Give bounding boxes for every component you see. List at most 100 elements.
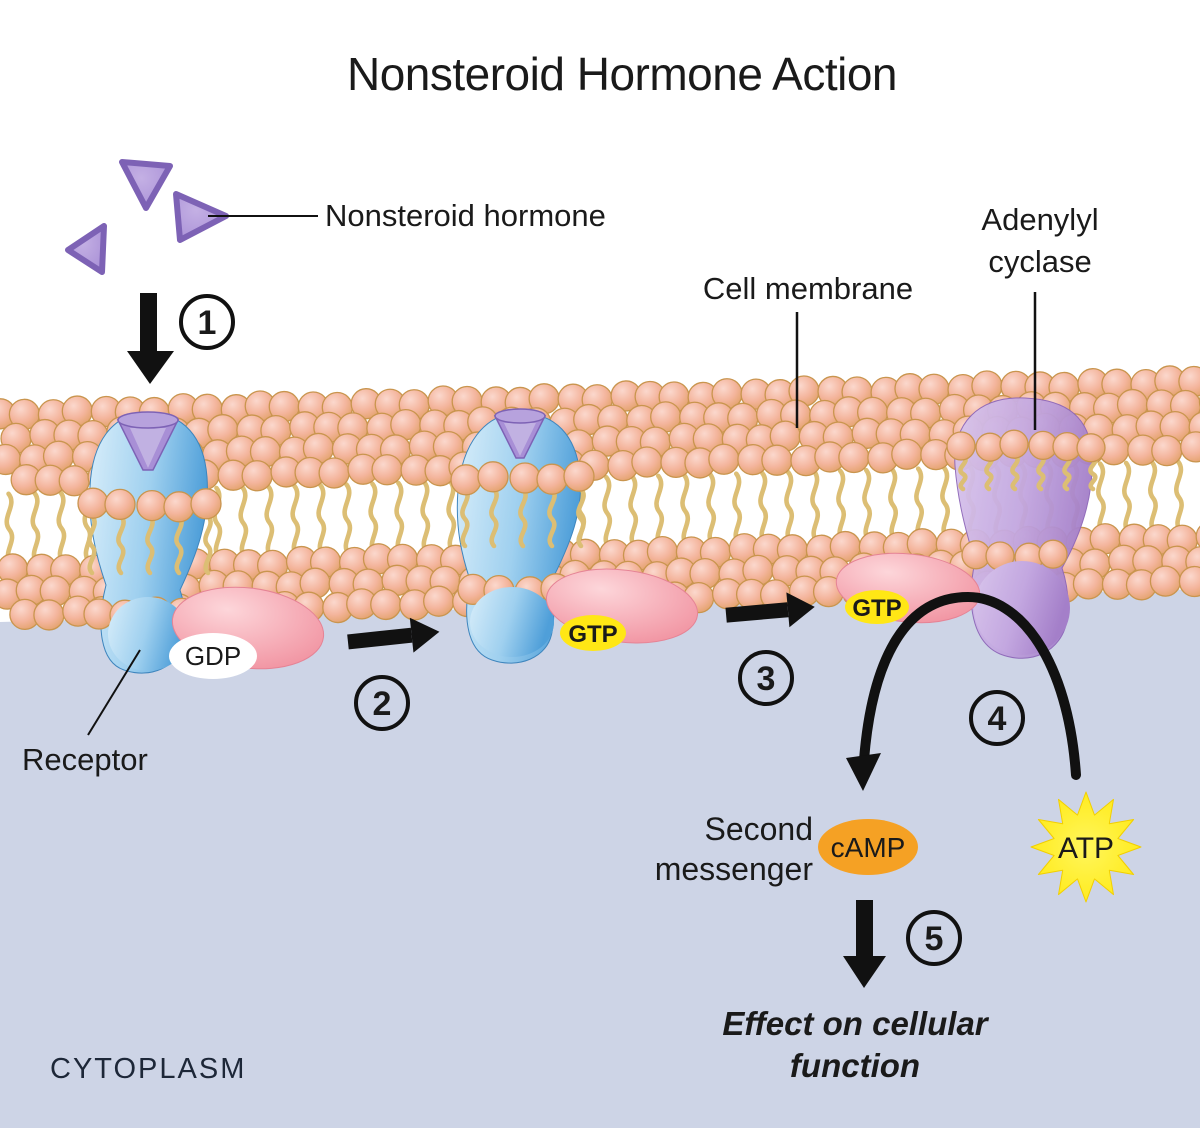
gdp-label: GDP xyxy=(185,641,241,671)
gtp-middle-badge xyxy=(560,615,626,651)
receptor-label: Receptor xyxy=(22,742,148,777)
lipid-tail xyxy=(460,486,470,549)
lipid-head xyxy=(1180,431,1200,463)
lipid-tail xyxy=(238,485,249,559)
receptor-1-cytoplasmic-bulge xyxy=(108,597,188,671)
cell-membrane-label: Cell membrane xyxy=(703,271,913,306)
receptor-1-lipid-row-top xyxy=(77,487,222,576)
lipid-tail xyxy=(290,483,301,558)
lipid-tail xyxy=(1096,461,1106,535)
lipid-head xyxy=(1198,386,1200,418)
lipid-head xyxy=(450,464,482,496)
lipid-tail xyxy=(145,513,155,576)
step-circles xyxy=(179,294,1025,966)
lipid-head xyxy=(563,460,595,492)
lipid-tail xyxy=(1148,459,1158,534)
lipid-tail xyxy=(576,486,586,549)
lipid-head xyxy=(1178,565,1200,598)
lipid-tail xyxy=(1122,460,1132,535)
lipid-head xyxy=(1151,434,1183,467)
hormone-triangle-3 xyxy=(65,223,107,275)
effect-label-line1: Effect on cellular xyxy=(722,1005,989,1042)
lipid-head xyxy=(509,462,541,494)
lipid-tail xyxy=(394,480,405,555)
hormone-molecules xyxy=(65,159,229,275)
arrow-step-4 xyxy=(846,591,1081,791)
lipid-tail xyxy=(1036,453,1046,492)
lipid-head xyxy=(1149,565,1182,597)
step-1-number: 1 xyxy=(198,304,217,342)
lipid-head xyxy=(318,457,350,489)
lipid-tail xyxy=(518,486,528,549)
step-1-circle xyxy=(179,294,235,350)
hormone-bound-receptor-2 xyxy=(493,408,547,459)
lipid-head xyxy=(370,588,402,621)
lipid-head xyxy=(33,599,65,631)
lipid-head xyxy=(423,585,455,617)
lipid-head xyxy=(838,441,870,474)
lipid-tail xyxy=(810,469,821,543)
lipid-head xyxy=(163,491,195,523)
lipid-tail xyxy=(203,513,213,576)
lipid-tail xyxy=(56,490,67,564)
lipid-head xyxy=(1038,539,1068,569)
atp-label: ATP xyxy=(1058,832,1114,865)
arrow-step-1 xyxy=(127,293,174,384)
lipid-head xyxy=(891,438,923,470)
cyclase-lipid-row-top xyxy=(946,429,1106,492)
lipid-tail xyxy=(784,469,795,544)
lipid-tail xyxy=(420,480,431,554)
adenylyl-label-line1: Adenylyl xyxy=(981,202,1098,237)
camp-label: cAMP xyxy=(831,832,906,863)
lipid-tail xyxy=(368,481,379,556)
lipid-head xyxy=(477,461,509,493)
gdp-badge xyxy=(169,633,257,679)
lipid-tail xyxy=(87,513,97,576)
lipid-tail xyxy=(940,465,950,540)
lipid-tail xyxy=(602,475,613,549)
lipid-head xyxy=(241,460,273,492)
lipid-tail xyxy=(4,491,15,566)
step-2-number: 2 xyxy=(373,685,392,723)
atp-starburst xyxy=(1030,791,1142,903)
lipid-tail xyxy=(547,486,557,549)
arrow-step-5 xyxy=(843,900,886,988)
step-3-circle xyxy=(738,650,794,706)
lipid-tail xyxy=(264,484,275,558)
gtp-right-label: GTP xyxy=(852,595,901,622)
cyclase-cytoplasmic-bulge xyxy=(974,561,1070,655)
lipid-head xyxy=(761,444,793,476)
receptor-2-cytoplasmic-bulge xyxy=(470,587,554,657)
hormone-bound-receptor-1 xyxy=(116,411,180,471)
second-messenger-label-line2: messenger xyxy=(655,851,814,887)
step-2-circle xyxy=(354,675,410,731)
hormone-label: Nonsteroid hormone xyxy=(325,198,606,233)
lipid-tail xyxy=(706,472,717,546)
step-5-number: 5 xyxy=(925,920,944,958)
lipid-head xyxy=(190,488,222,520)
step-4-circle xyxy=(969,690,1025,746)
hormone-triangle-2 xyxy=(173,191,229,243)
lipid-tail xyxy=(446,479,457,553)
lipid-tail xyxy=(1010,453,1020,492)
lipid-tail xyxy=(758,470,769,545)
lipid-tail xyxy=(888,467,898,541)
lipid-tail xyxy=(628,474,639,548)
lipid-tail xyxy=(862,467,872,542)
step-4-number: 4 xyxy=(988,700,1007,738)
cytoplasm-label: CYTOPLASM xyxy=(50,1053,246,1085)
lipid-tail xyxy=(1062,453,1072,492)
lipid-head xyxy=(104,488,136,521)
lipid-head xyxy=(631,446,663,478)
lipid-tail xyxy=(489,486,499,549)
adenylyl-label-line2: cyclase xyxy=(988,244,1091,279)
camp-ellipse xyxy=(818,819,918,875)
arrow-step-2 xyxy=(347,617,440,653)
lipid-head xyxy=(999,429,1029,459)
lipid-head xyxy=(1195,520,1200,553)
lipid-head xyxy=(946,431,976,461)
lipid-tail xyxy=(1174,459,1184,533)
lipid-head xyxy=(1072,568,1105,600)
